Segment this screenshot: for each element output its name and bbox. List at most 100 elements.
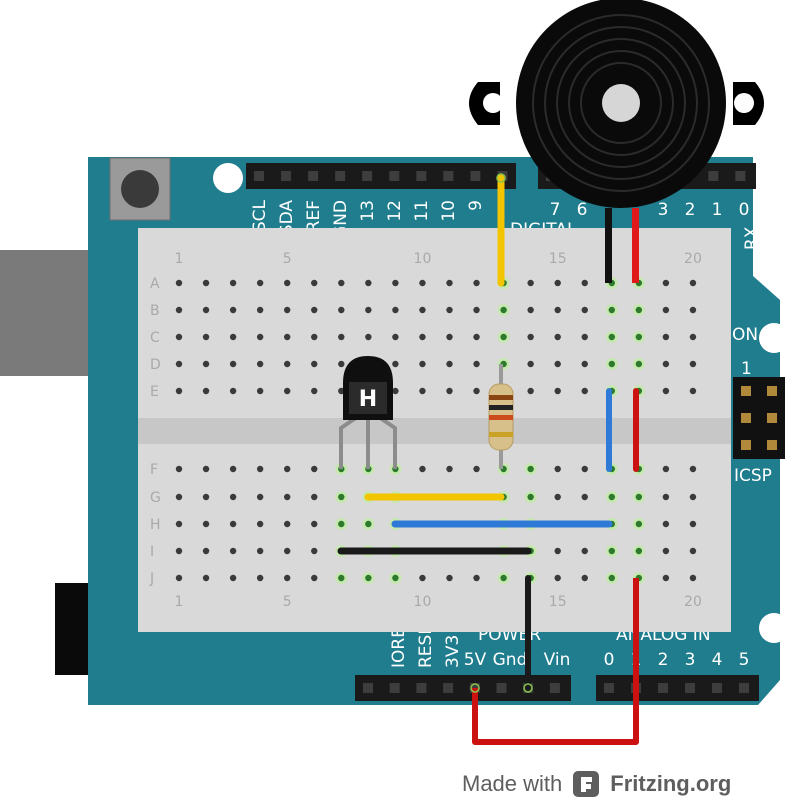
breadboard-hole bbox=[662, 574, 670, 582]
piezo-buzzer bbox=[469, 0, 764, 283]
header-pin bbox=[685, 683, 695, 693]
header-pin bbox=[549, 683, 560, 693]
breadboard-hole bbox=[338, 387, 345, 395]
digital-pin-label: 0 bbox=[739, 200, 750, 220]
digital-pin-label: 11 bbox=[412, 200, 432, 222]
breadboard-hole bbox=[554, 360, 561, 368]
power-pin-label: Vin bbox=[544, 650, 571, 670]
breadboard-hole bbox=[554, 306, 561, 314]
breadboard-hole bbox=[419, 574, 426, 582]
breadboard-hole bbox=[392, 279, 399, 287]
breadboard-hole bbox=[581, 574, 588, 582]
header-pin bbox=[362, 171, 373, 181]
breadboard-hole bbox=[446, 387, 453, 395]
breadboard-column-label: 10 bbox=[414, 251, 432, 267]
breadboard-hole bbox=[365, 574, 372, 582]
breadboard-row-label: B bbox=[150, 303, 160, 319]
breadboard-hole bbox=[473, 360, 480, 368]
breadboard-hole bbox=[662, 387, 670, 395]
breadboard-hole bbox=[175, 360, 183, 368]
breadboard-hole bbox=[554, 547, 561, 555]
analog-pin-label: 4 bbox=[712, 650, 723, 670]
breadboard-hole bbox=[338, 306, 345, 314]
breadboard-hole bbox=[229, 360, 237, 368]
digital-pin-label: 2 bbox=[685, 200, 696, 220]
breadboard-hole bbox=[311, 520, 318, 528]
breadboard-hole bbox=[689, 333, 697, 341]
breadboard-hole bbox=[202, 387, 210, 395]
breadboard-hole bbox=[175, 547, 183, 555]
breadboard-hole bbox=[284, 306, 291, 314]
breadboard-hole bbox=[311, 493, 318, 501]
digital-pin-label: 6 bbox=[577, 200, 588, 220]
header-pin bbox=[443, 171, 454, 181]
icsp-pin bbox=[741, 386, 751, 396]
breadboard-hole bbox=[608, 493, 615, 501]
breadboard-hole bbox=[202, 306, 210, 314]
icsp-number-label: 1 bbox=[741, 359, 752, 379]
fritzing-brand-link[interactable]: Fritzing.org bbox=[610, 771, 732, 796]
breadboard-row-label: F bbox=[150, 462, 158, 478]
breadboard-hole bbox=[284, 547, 291, 555]
breadboard-hole bbox=[473, 574, 480, 582]
breadboard-hole bbox=[392, 306, 399, 314]
breadboard-hole bbox=[338, 574, 345, 582]
breadboard-column-label: 15 bbox=[549, 251, 567, 267]
breadboard-hole bbox=[229, 520, 237, 528]
breadboard-hole bbox=[175, 279, 183, 287]
breadboard-hole bbox=[419, 387, 426, 395]
breadboard-hole bbox=[473, 306, 480, 314]
breadboard-hole bbox=[202, 465, 210, 473]
breadboard-hole bbox=[662, 333, 670, 341]
breadboard-hole bbox=[311, 360, 318, 368]
breadboard-hole bbox=[635, 547, 643, 555]
breadboard-hole bbox=[608, 306, 615, 314]
breadboard-hole bbox=[689, 574, 697, 582]
breadboard-hole bbox=[175, 520, 183, 528]
icsp-label: ICSP bbox=[734, 466, 772, 486]
breadboard-hole bbox=[446, 360, 453, 368]
breadboard-hole bbox=[311, 333, 318, 341]
breadboard-hole bbox=[311, 547, 318, 555]
breadboard-hole bbox=[635, 493, 643, 501]
breadboard-hole bbox=[311, 387, 318, 395]
breadboard-row-label: H bbox=[150, 517, 161, 533]
breadboard-hole bbox=[662, 279, 670, 287]
breadboard-hole bbox=[175, 493, 183, 501]
breadboard-hole bbox=[256, 520, 264, 528]
breadboard-hole bbox=[581, 279, 588, 287]
breadboard-column-label: 20 bbox=[684, 251, 702, 267]
breadboard-hole bbox=[581, 387, 588, 395]
digital-pin-label: 9 bbox=[466, 200, 486, 211]
digital-pin-label: SCL bbox=[250, 199, 270, 232]
power-header bbox=[355, 675, 571, 701]
breadboard-hole bbox=[229, 547, 237, 555]
mounting-hole bbox=[759, 613, 789, 643]
analog-pin-label: 0 bbox=[604, 650, 615, 670]
header-pin bbox=[389, 683, 400, 693]
mounting-hole bbox=[213, 163, 243, 193]
breadboard-hole bbox=[365, 306, 372, 314]
breadboard-hole bbox=[229, 465, 237, 473]
breadboard-hole bbox=[284, 520, 291, 528]
breadboard-hole bbox=[635, 306, 643, 314]
breadboard-row-label: A bbox=[150, 276, 160, 292]
breadboard-hole bbox=[581, 306, 588, 314]
breadboard-row-label: E bbox=[150, 384, 159, 400]
breadboard-hole bbox=[284, 465, 291, 473]
breadboard-hole bbox=[473, 387, 480, 395]
breadboard-hole bbox=[662, 306, 670, 314]
breadboard-hole bbox=[392, 360, 399, 368]
header-pin bbox=[712, 683, 722, 693]
breadboard-hole bbox=[689, 465, 697, 473]
breadboard-column-label: 5 bbox=[283, 251, 292, 267]
power-pin-label: 5V bbox=[464, 650, 487, 670]
header-pin bbox=[604, 683, 614, 693]
breadboard-hole bbox=[473, 333, 480, 341]
breadboard-hole bbox=[554, 493, 561, 501]
breadboard-hole bbox=[256, 279, 264, 287]
breadboard-hole bbox=[554, 387, 561, 395]
breadboard-hole bbox=[175, 306, 183, 314]
fritzing-logo-icon bbox=[573, 771, 600, 797]
breadboard-hole bbox=[175, 465, 183, 473]
